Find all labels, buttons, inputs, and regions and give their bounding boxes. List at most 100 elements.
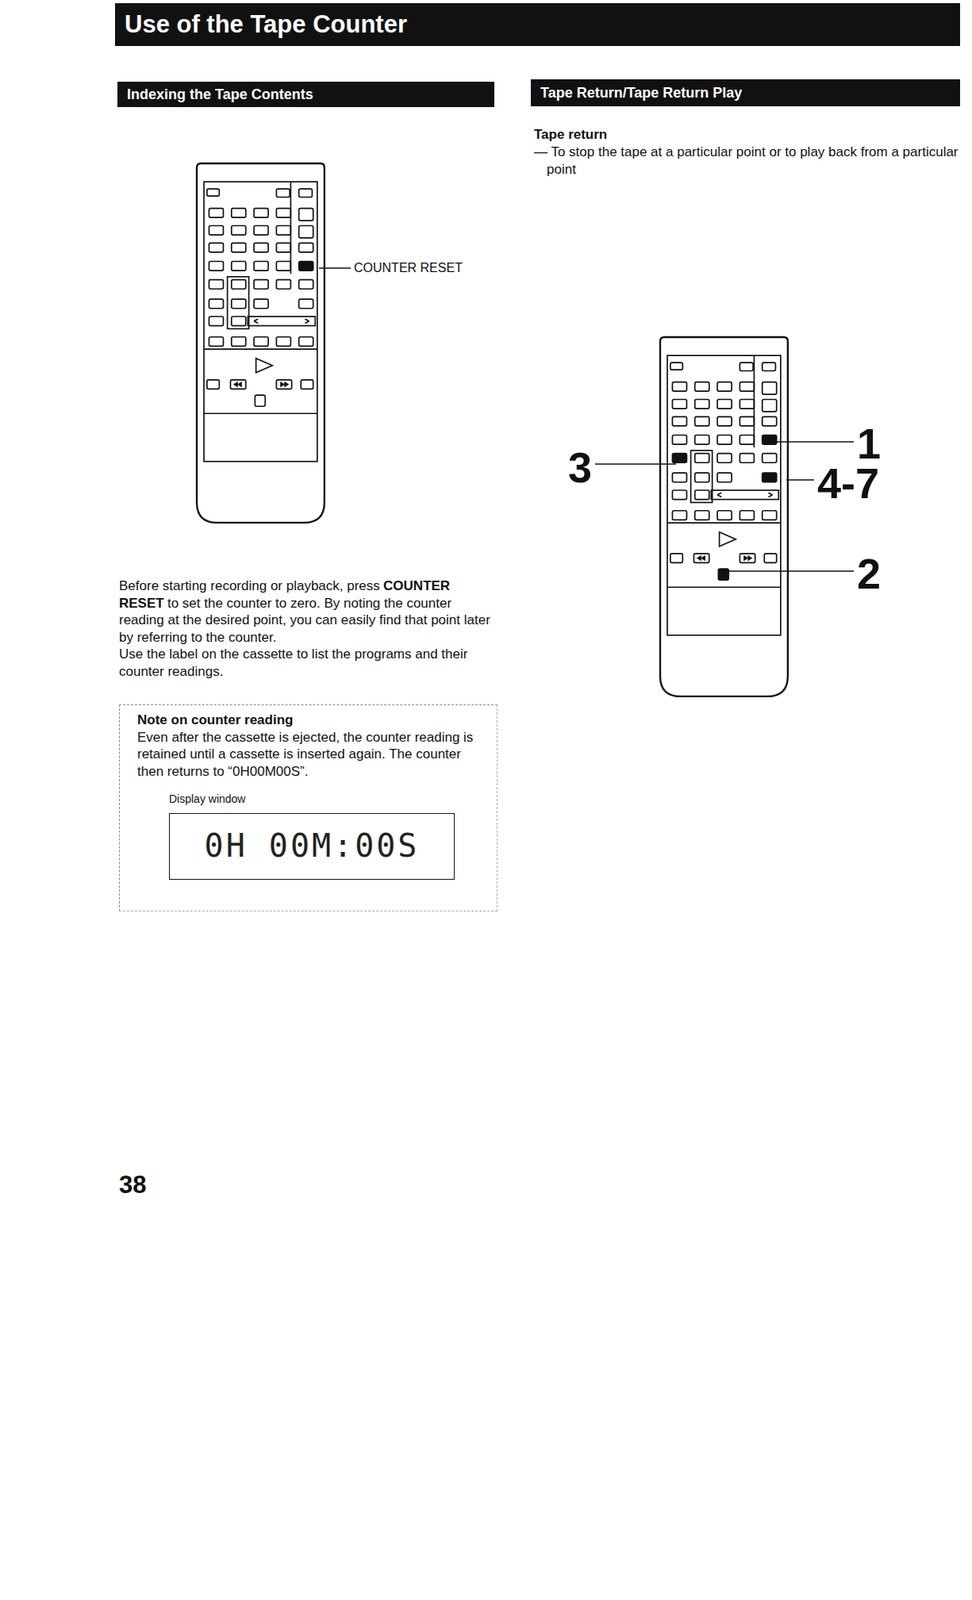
remote-button xyxy=(695,510,710,521)
text-run: to set the counter to zero. By noting th… xyxy=(119,595,491,646)
remote-button xyxy=(299,337,314,347)
remote-button xyxy=(276,208,291,219)
note-box: Note on counter readingEven after the ca… xyxy=(119,704,498,912)
remote-button xyxy=(762,510,777,521)
display-window: Display window 0H 00M:00S xyxy=(169,791,455,880)
note-body: Even after the cassette is ejected, the … xyxy=(137,729,480,781)
remote-part xyxy=(667,522,781,524)
remote-button xyxy=(762,362,777,371)
leader-line xyxy=(786,479,815,481)
remote-button xyxy=(254,395,266,407)
remote-control xyxy=(660,337,788,697)
remote-button xyxy=(717,399,732,409)
page-title: Use of the Tape Counter xyxy=(115,3,961,47)
display-label: Display window xyxy=(169,791,455,809)
remote-button xyxy=(231,242,246,253)
remote-button xyxy=(695,453,710,464)
remote-button xyxy=(739,362,754,371)
remote-button xyxy=(253,261,269,272)
subheading: Tape return xyxy=(534,126,608,143)
remote-part xyxy=(233,381,289,387)
remote-button xyxy=(207,188,219,196)
display-frame: 0H 00M:00S xyxy=(169,813,455,880)
cursor-frame xyxy=(227,276,250,330)
callout-number: 1 xyxy=(856,422,881,465)
remote-button xyxy=(695,490,710,500)
remote-button xyxy=(672,399,687,409)
remote-button xyxy=(253,242,269,253)
leader-lines xyxy=(318,268,854,572)
remote-button xyxy=(672,382,687,392)
remote-button xyxy=(231,225,246,235)
remote-button xyxy=(695,472,710,483)
slider xyxy=(710,490,779,500)
remote-button xyxy=(231,316,246,327)
body-text: — To stop the tape at a particular point… xyxy=(534,143,960,178)
remote-button xyxy=(670,362,683,370)
remote-body xyxy=(660,337,788,697)
remote-button xyxy=(672,435,687,446)
remote-button xyxy=(670,553,683,564)
remote-button xyxy=(253,337,269,347)
remote-button xyxy=(717,453,732,464)
cursor-frame xyxy=(691,450,713,504)
slider xyxy=(247,316,316,327)
part-label: COUNTER RESET xyxy=(353,261,463,276)
button-panel xyxy=(203,181,318,462)
remote-button xyxy=(672,453,687,464)
remote-part xyxy=(696,555,752,561)
remote-button xyxy=(695,416,710,427)
remote-button xyxy=(276,280,291,290)
remote-button xyxy=(299,225,314,238)
callout-number: 4-7 xyxy=(817,461,880,505)
remote-button xyxy=(276,242,291,253)
remote-part xyxy=(253,318,309,323)
remote-button xyxy=(208,337,223,347)
remote-button xyxy=(231,208,246,219)
remote-button xyxy=(208,242,223,253)
remote-button xyxy=(299,188,313,197)
section-title: Tape Return/Tape Return Play xyxy=(540,84,742,102)
remote-button xyxy=(739,382,754,392)
remote-button xyxy=(299,242,314,253)
text-run: Before starting recording or playback, p… xyxy=(119,578,381,594)
remote-button xyxy=(231,280,246,290)
remote-button xyxy=(739,453,754,464)
remote-button xyxy=(717,416,732,427)
remote-button xyxy=(276,225,291,235)
remote-button xyxy=(208,261,223,272)
remote-button xyxy=(695,399,710,409)
remote-part xyxy=(667,586,781,588)
remote-part xyxy=(717,492,773,497)
remote-button xyxy=(208,316,223,327)
play-button xyxy=(719,532,737,547)
counter-readout: 0H 00M:00S xyxy=(204,837,420,856)
remote-button xyxy=(764,553,777,564)
remote-button xyxy=(231,299,246,309)
remote-body xyxy=(196,163,325,523)
remote-button xyxy=(695,382,710,392)
title-bar: Use of the Tape Counter xyxy=(115,3,961,47)
remote-button xyxy=(762,435,777,446)
leader-line xyxy=(725,570,854,573)
remote-button xyxy=(208,280,223,290)
note-heading: Note on counter reading xyxy=(137,711,480,730)
remote-button xyxy=(739,435,754,446)
remote-button xyxy=(276,188,290,197)
remote-button xyxy=(299,299,314,309)
remote-button xyxy=(672,472,687,483)
remote-button xyxy=(253,208,269,219)
body-text: Before starting recording or playback, p… xyxy=(119,577,500,681)
remote-button xyxy=(718,568,729,581)
section-header: Indexing the Tape Contents xyxy=(117,81,495,108)
remote-button xyxy=(276,261,291,272)
remote-button xyxy=(299,261,314,272)
remote-button xyxy=(762,453,777,464)
callout-number: 2 xyxy=(856,552,881,596)
remote-part xyxy=(203,412,318,415)
remote-button xyxy=(299,208,314,221)
remote-control xyxy=(196,163,325,523)
remote-button xyxy=(717,472,732,483)
remote-button xyxy=(253,280,269,290)
